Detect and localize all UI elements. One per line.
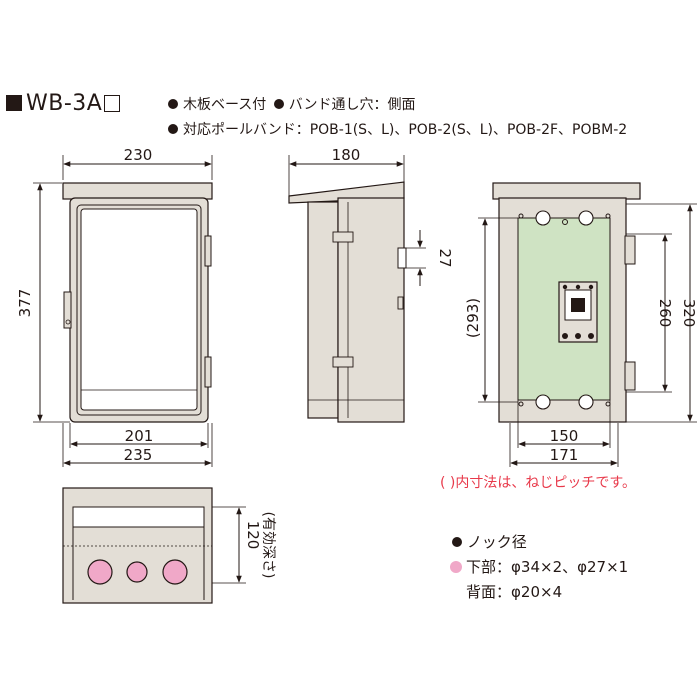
hinge [204,356,212,388]
knockout-bottom: 下部：φ34×2、φ27×1 [450,556,628,577]
spec-pole-band: 対応ポールバンド：POB-1(S、L)、POB-2(S、L)、POB-2F、PO… [183,122,628,138]
bottom-knockout [162,559,188,585]
dim-bottom-depth-note: (有効深さ) [260,512,276,579]
knockout-title: ノック径 [452,531,527,552]
back-knockout [578,394,594,410]
dim-bottom-depth: 120 [244,521,262,550]
dim-front-inner-width: 201 [125,427,154,445]
front-view: 230 377 201 235 [16,146,213,467]
back-view: (293) 260 320 150 171 [464,182,698,467]
bullet-icon [168,99,178,109]
knockout-bottom-value: φ34×2、φ27×1 [511,558,629,576]
knockout-title-text: ノック径 [467,533,527,551]
dim-back-w1: 150 [550,427,579,445]
spec-base: 木板ベース付 [183,97,267,113]
knockout-back-value: φ20×4 [511,583,563,601]
latch [63,291,72,329]
front-roof [62,182,213,200]
pink-dot-icon [450,561,462,573]
bottom-view: 120 (有効深さ) [62,487,276,604]
model-name: WB-3A [26,91,103,116]
knockout-back-label: 背面： [466,583,512,601]
spec-line-1: 木板ベース付 バンド通し穴：側面 [168,94,415,114]
side-view: 180 27 [288,146,454,423]
front-window [80,208,198,411]
back-knockout [535,210,551,226]
empty-square-icon [104,95,121,112]
dim-front-height: 377 [16,289,34,318]
dim-front-base-width: 235 [124,446,153,464]
dim-front-width: 230 [124,146,153,164]
hinge [204,235,212,267]
band-hole [397,247,407,269]
dim-side-hole: 27 [436,248,454,267]
black-square-icon [6,95,22,111]
dim-back-w2: 171 [550,446,579,464]
pitch-note: ( )内寸法は、ねじピッチです。 [440,475,636,491]
bullet-icon [273,99,284,109]
dim-back-inner-h1: 260 [656,299,674,328]
bottom-body [62,487,213,604]
back-roof [492,182,641,200]
model-title: WB-3A [6,91,121,116]
knockout-back: 背面：φ20×4 [466,581,562,602]
bullet-icon [452,537,462,547]
dim-side-depth: 180 [332,146,361,164]
dim-back-pitch: (293) [464,298,482,338]
bottom-knockout [87,559,113,585]
spec-band-hole: バンド通し穴：側面 [288,97,416,113]
knockout-bottom-label: 下部： [466,558,512,576]
back-knockout [535,394,551,410]
bottom-knockout [126,561,148,583]
spec-line-2: 対応ポールバンド：POB-1(S、L)、POB-2(S、L)、POB-2F、PO… [168,119,627,139]
dim-back-inner-h2: 320 [680,299,698,328]
back-knockout [578,210,594,226]
bullet-icon [168,124,178,134]
